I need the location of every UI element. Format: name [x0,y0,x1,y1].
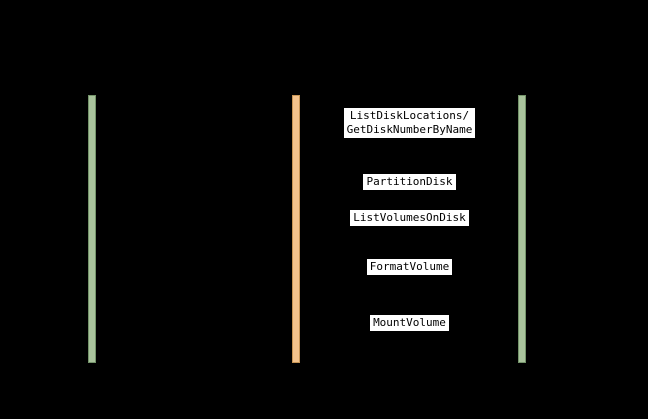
message-row: ListDiskLocations/ GetDiskNumberByName [301,108,518,138]
message-label-list-volumes-on-disk: ListVolumesOnDisk [350,210,469,226]
message-row: ListVolumesOnDisk [301,206,518,226]
message-row: PartitionDisk [301,170,518,190]
lifeline-activation-middle [292,95,300,363]
message-label-mount-volume: MountVolume [370,315,449,331]
message-row: FormatVolume [301,255,518,275]
message-label-partition-disk: PartitionDisk [363,174,456,190]
lifeline-activation-left [88,95,96,363]
message-label-format-volume: FormatVolume [366,259,453,275]
message-label-list-disk-locations: ListDiskLocations/ GetDiskNumberByName [343,108,476,138]
lifeline-activation-right [518,95,526,363]
message-row: MountVolume [301,311,518,331]
